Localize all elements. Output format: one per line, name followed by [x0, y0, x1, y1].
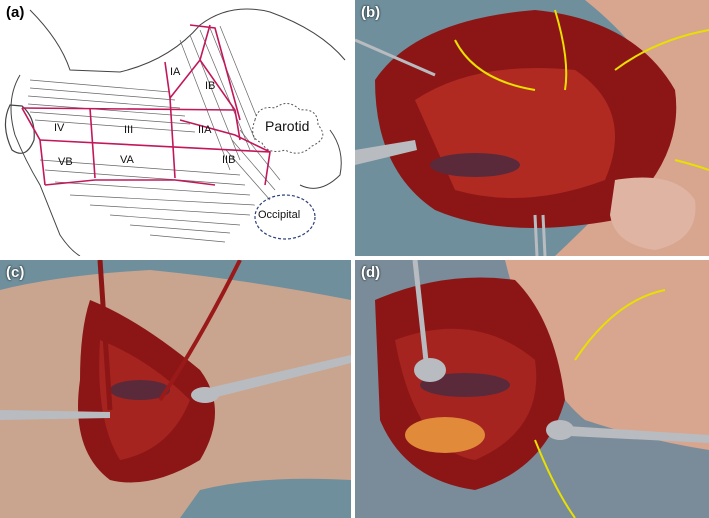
occipital-label: Occipital: [258, 209, 301, 221]
level-ib-label: IB: [205, 80, 216, 92]
level-boundaries: [21, 24, 271, 186]
level-iii-label: III: [124, 124, 134, 136]
level-iia-label: IIA: [198, 124, 212, 136]
level-vb-label: VB: [58, 156, 73, 168]
level-iib-label: IIB: [222, 154, 236, 166]
occipital-outline: [254, 194, 316, 240]
panel-a-diagram: (a) IA IB IIA IIB III IV VA VB Parotid O…: [0, 0, 351, 256]
surgical-photo-d: [355, 260, 709, 518]
panel-d-photo: (d): [355, 260, 709, 518]
level-ia-label: IA: [170, 66, 181, 78]
muscle-hatching: [27, 25, 281, 243]
parotid-label: Parotid: [265, 118, 310, 134]
panel-d-label: (d): [361, 264, 381, 281]
level-va-label: VA: [120, 154, 134, 166]
panel-c-label: (c): [6, 264, 25, 281]
surgical-photo-c: [0, 260, 351, 518]
surgical-photo-b: [355, 0, 709, 256]
neck-levels-diagram: [4, 8, 346, 256]
panel-b-photo: (b): [355, 0, 709, 256]
panel-a-label: (a): [6, 4, 25, 21]
level-iv-label: IV: [54, 122, 65, 134]
panel-b-label: (b): [361, 4, 381, 21]
parotid-outline: [252, 103, 324, 154]
panel-c-photo: (c): [0, 260, 351, 518]
